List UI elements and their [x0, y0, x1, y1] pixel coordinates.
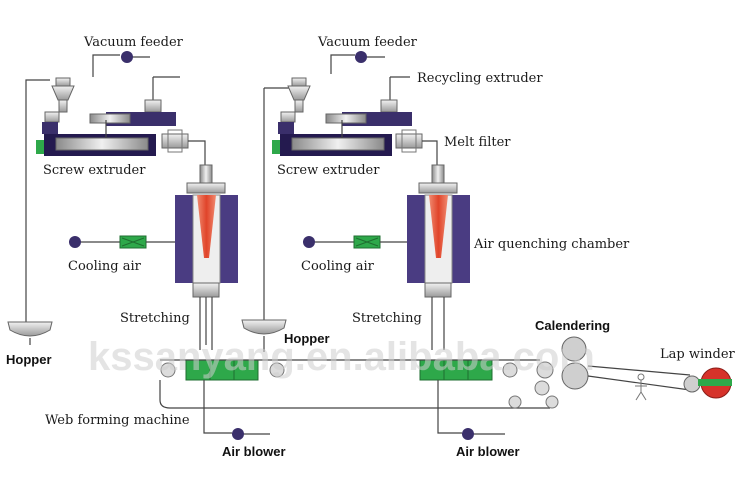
feed-line — [92, 54, 120, 77]
watermark-text: kssanyang.en.alibaba.com — [88, 335, 595, 379]
label-lap-winder: Lap winder — [660, 347, 736, 362]
quench-chamber-right-icon — [407, 164, 470, 350]
label-air-blower-right: Air blower — [456, 444, 520, 459]
right-production-line — [241, 51, 518, 440]
label-web-forming-machine: Web forming machine — [45, 413, 190, 428]
extruder-funnel-left-icon — [51, 77, 75, 113]
hopper-right-icon — [241, 319, 287, 352]
screw-extruder-right-icon — [272, 111, 392, 156]
label-hopper-left: Hopper — [6, 352, 52, 367]
cooling-air-right-icon — [303, 235, 407, 249]
melt-filter-left-icon — [161, 129, 206, 165]
feed-line-right — [330, 54, 355, 74]
label-screw-extruder-left: Screw extruder — [43, 163, 146, 178]
web-conveyor — [159, 359, 559, 409]
vacuum-feeder-left-icon — [121, 51, 150, 63]
label-cooling-air-right: Cooling air — [301, 259, 375, 274]
air-blower-left-icon — [232, 428, 270, 440]
lap-winder-icon — [683, 367, 732, 399]
label-calendering: Calendering — [535, 318, 610, 333]
melt-filter-right-icon — [395, 129, 438, 165]
label-air-quenching-chamber: Air quenching chamber — [473, 237, 630, 252]
hopper-feed-line — [25, 79, 50, 322]
label-cooling-air-left: Cooling air — [68, 259, 142, 274]
calender-rolls-icon — [534, 336, 691, 396]
guide-stand-icon — [635, 373, 647, 401]
air-blower-right-icon — [462, 428, 505, 440]
label-stretching-right: Stretching — [352, 311, 422, 326]
label-air-blower-left: Air blower — [222, 444, 286, 459]
left-production-line — [7, 51, 285, 440]
web-forming-left-icon — [160, 359, 285, 434]
label-screw-extruder-right: Screw extruder — [277, 163, 380, 178]
hopper-left-icon — [7, 321, 53, 345]
quench-chamber-left-icon — [175, 164, 238, 350]
label-recycling-extruder: Recycling extruder — [417, 71, 543, 86]
label-stretching-left: Stretching — [120, 311, 190, 326]
label-vacuum-feeder-left: Vacuum feeder — [83, 35, 184, 50]
label-vacuum-feeder-right: Vacuum feeder — [317, 35, 418, 50]
recycling-extruder-right-icon — [325, 76, 412, 126]
extruder-funnel-right-icon — [287, 77, 311, 113]
label-melt-filter: Melt filter — [444, 135, 511, 150]
web-forming-right-icon — [419, 359, 518, 434]
screw-extruder-left-icon — [36, 111, 156, 156]
cooling-air-left-icon — [69, 235, 175, 249]
recycling-extruder-left-icon — [89, 76, 180, 126]
label-hopper-right: Hopper — [284, 331, 330, 346]
vacuum-feeder-right-icon — [355, 51, 385, 63]
